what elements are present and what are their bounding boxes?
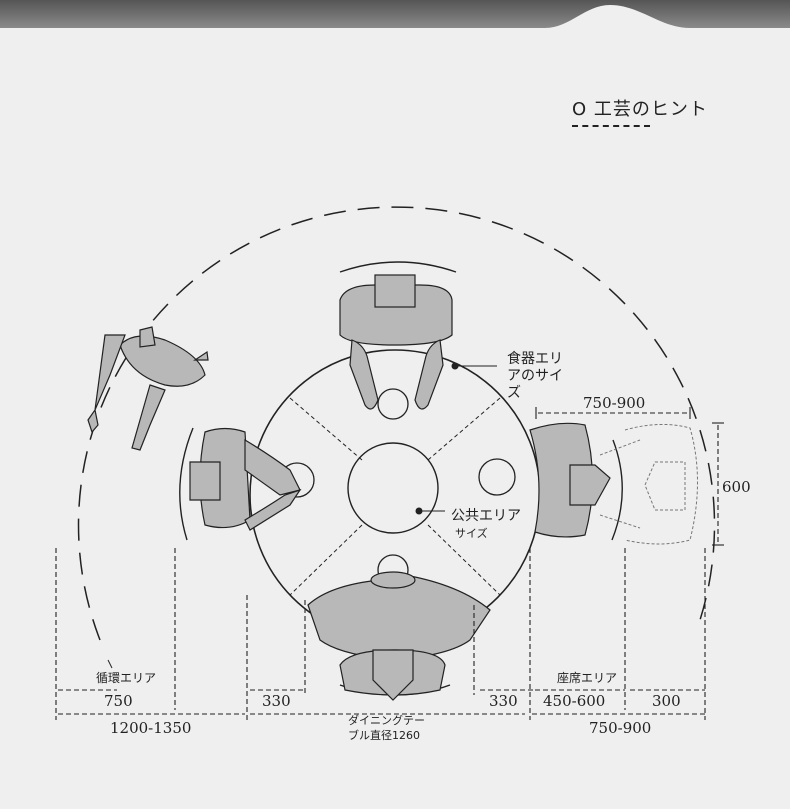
label-public-area-sub: サイズ bbox=[455, 526, 488, 540]
plate bbox=[377, 388, 409, 420]
label-tableware-area-3: ズ bbox=[507, 385, 521, 401]
person-bottom bbox=[307, 571, 491, 701]
dim-300: 300 bbox=[652, 692, 681, 710]
page-title: O 工芸のヒント bbox=[572, 99, 708, 120]
header-bar bbox=[0, 0, 790, 28]
public-area-circle bbox=[347, 442, 439, 534]
label-public-area: 公共エリア bbox=[451, 508, 521, 524]
dim-330-left: 330 bbox=[262, 692, 291, 710]
label-circulation-area: 循環エリア bbox=[96, 671, 156, 685]
label-table-diameter: ダイニングテー bbox=[348, 713, 425, 727]
person-walking bbox=[87, 326, 209, 451]
leader-lines bbox=[107, 362, 497, 669]
dim-450-600: 450-600 bbox=[543, 692, 605, 710]
dim-750: 750 bbox=[104, 692, 133, 710]
label-table-diameter-2: ブル直径1260 bbox=[348, 728, 420, 742]
label-seat-area: 座席エリア bbox=[557, 670, 617, 685]
dim-330-right: 330 bbox=[489, 692, 518, 710]
person-right bbox=[529, 422, 611, 538]
dim-1200-1350: 1200-1350 bbox=[110, 719, 191, 737]
table-divisions bbox=[289, 397, 501, 596]
dim-750-900-bottom: 750-900 bbox=[589, 719, 651, 737]
dim-600: 600 bbox=[722, 478, 751, 496]
person-left bbox=[189, 427, 302, 531]
plate bbox=[478, 458, 516, 496]
person-top bbox=[339, 274, 453, 410]
person-right-ghost bbox=[599, 423, 698, 545]
label-tableware-area-2: アのサイ bbox=[507, 368, 563, 384]
dimension-lines bbox=[55, 412, 719, 720]
clearance-circle bbox=[77, 206, 716, 641]
title-underline bbox=[572, 125, 650, 127]
label-tableware-area: 食器エリ bbox=[507, 350, 563, 367]
dimension-ticks bbox=[535, 407, 724, 546]
dim-750-900-top: 750-900 bbox=[583, 394, 645, 412]
